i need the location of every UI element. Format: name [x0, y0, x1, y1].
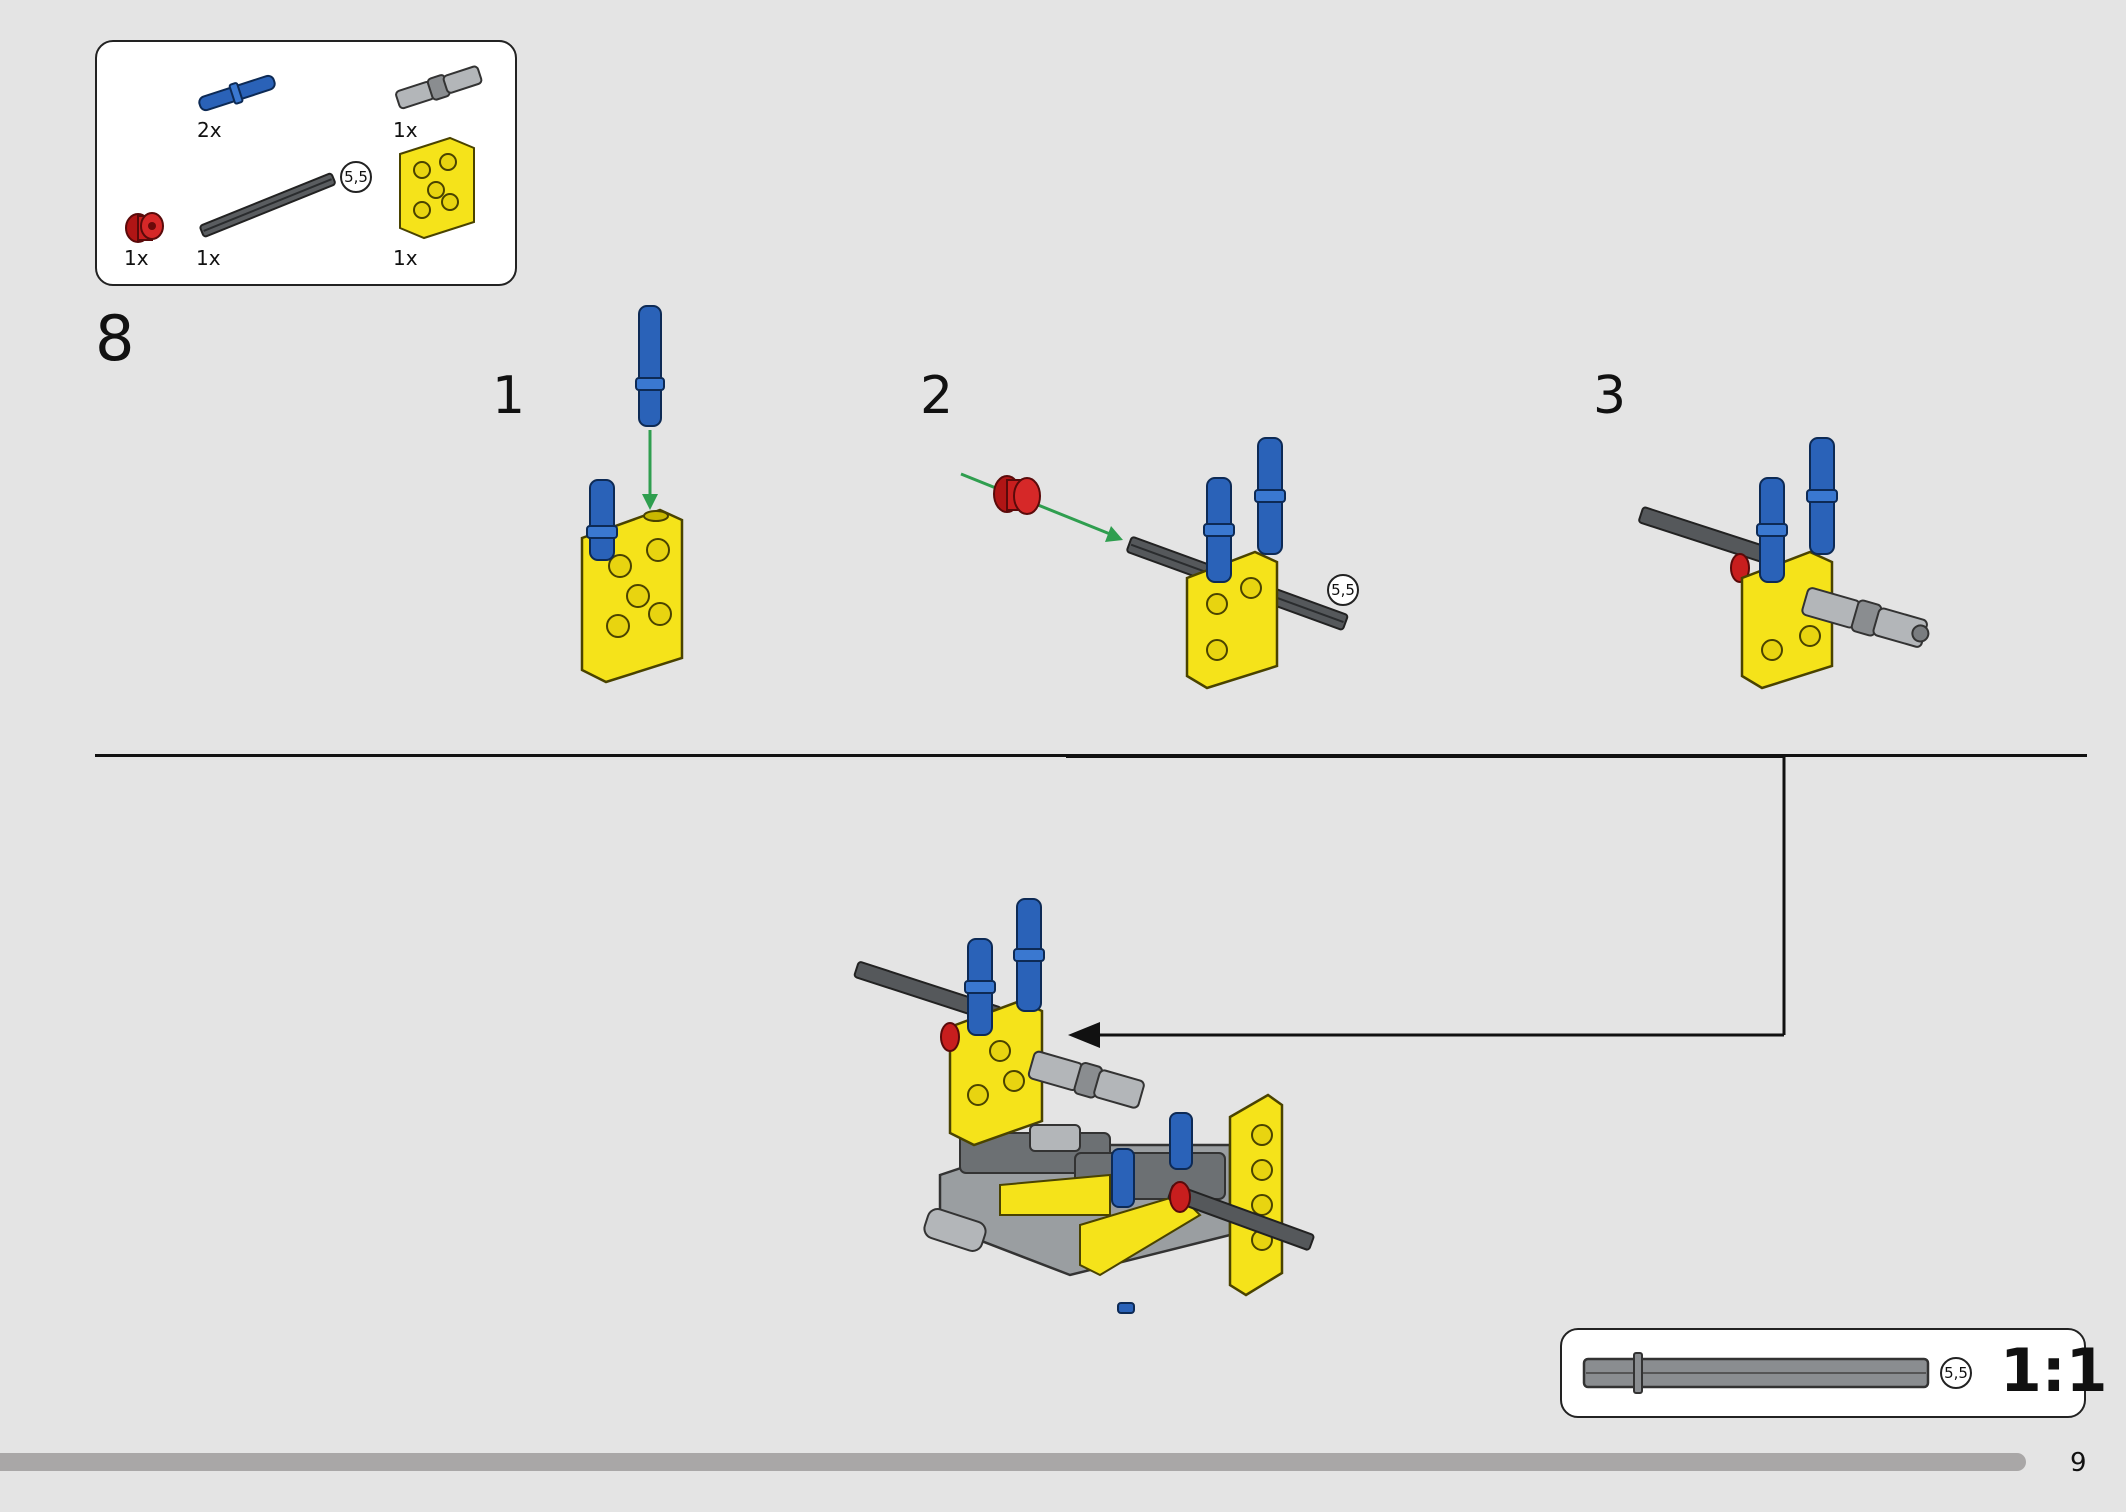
blue-pin-part-icon [198, 74, 276, 112]
axle-part-icon [199, 172, 336, 238]
substep-3-number: 3 [1593, 366, 1627, 426]
yellow-block-qty: 1x [393, 246, 418, 270]
universal-joint-part-icon [395, 65, 483, 110]
main-assembly-illustration [853, 898, 1315, 1314]
step-number: 8 [95, 302, 135, 375]
substep-1-number: 1 [492, 366, 526, 426]
page-progress-bar [0, 1453, 2026, 1471]
substep-3-illustration [1638, 437, 1930, 690]
universal-joint-qty: 1x [393, 118, 418, 142]
substep-1-illustration [580, 305, 684, 684]
red-bush-part-icon [125, 212, 164, 243]
scale-label: 1:1 [2000, 1336, 2108, 1406]
scale-length-badge: 5,5 [1940, 1357, 1972, 1389]
page-number: 9 [2070, 1448, 2087, 1478]
substep-2-illustration [960, 437, 1349, 690]
axle-length-badge: 5,5 [340, 161, 372, 193]
yellow-block-part-icon [399, 136, 475, 240]
blue-pin-qty: 2x [197, 118, 222, 142]
substep-2-number: 2 [920, 366, 954, 426]
scale-axle-icon [1582, 1352, 1930, 1394]
callout-arrow [1066, 754, 1786, 1048]
red-bush-qty: 1x [124, 246, 149, 270]
axle-qty: 1x [196, 246, 221, 270]
substep-2-length-badge: 5,5 [1327, 574, 1359, 606]
